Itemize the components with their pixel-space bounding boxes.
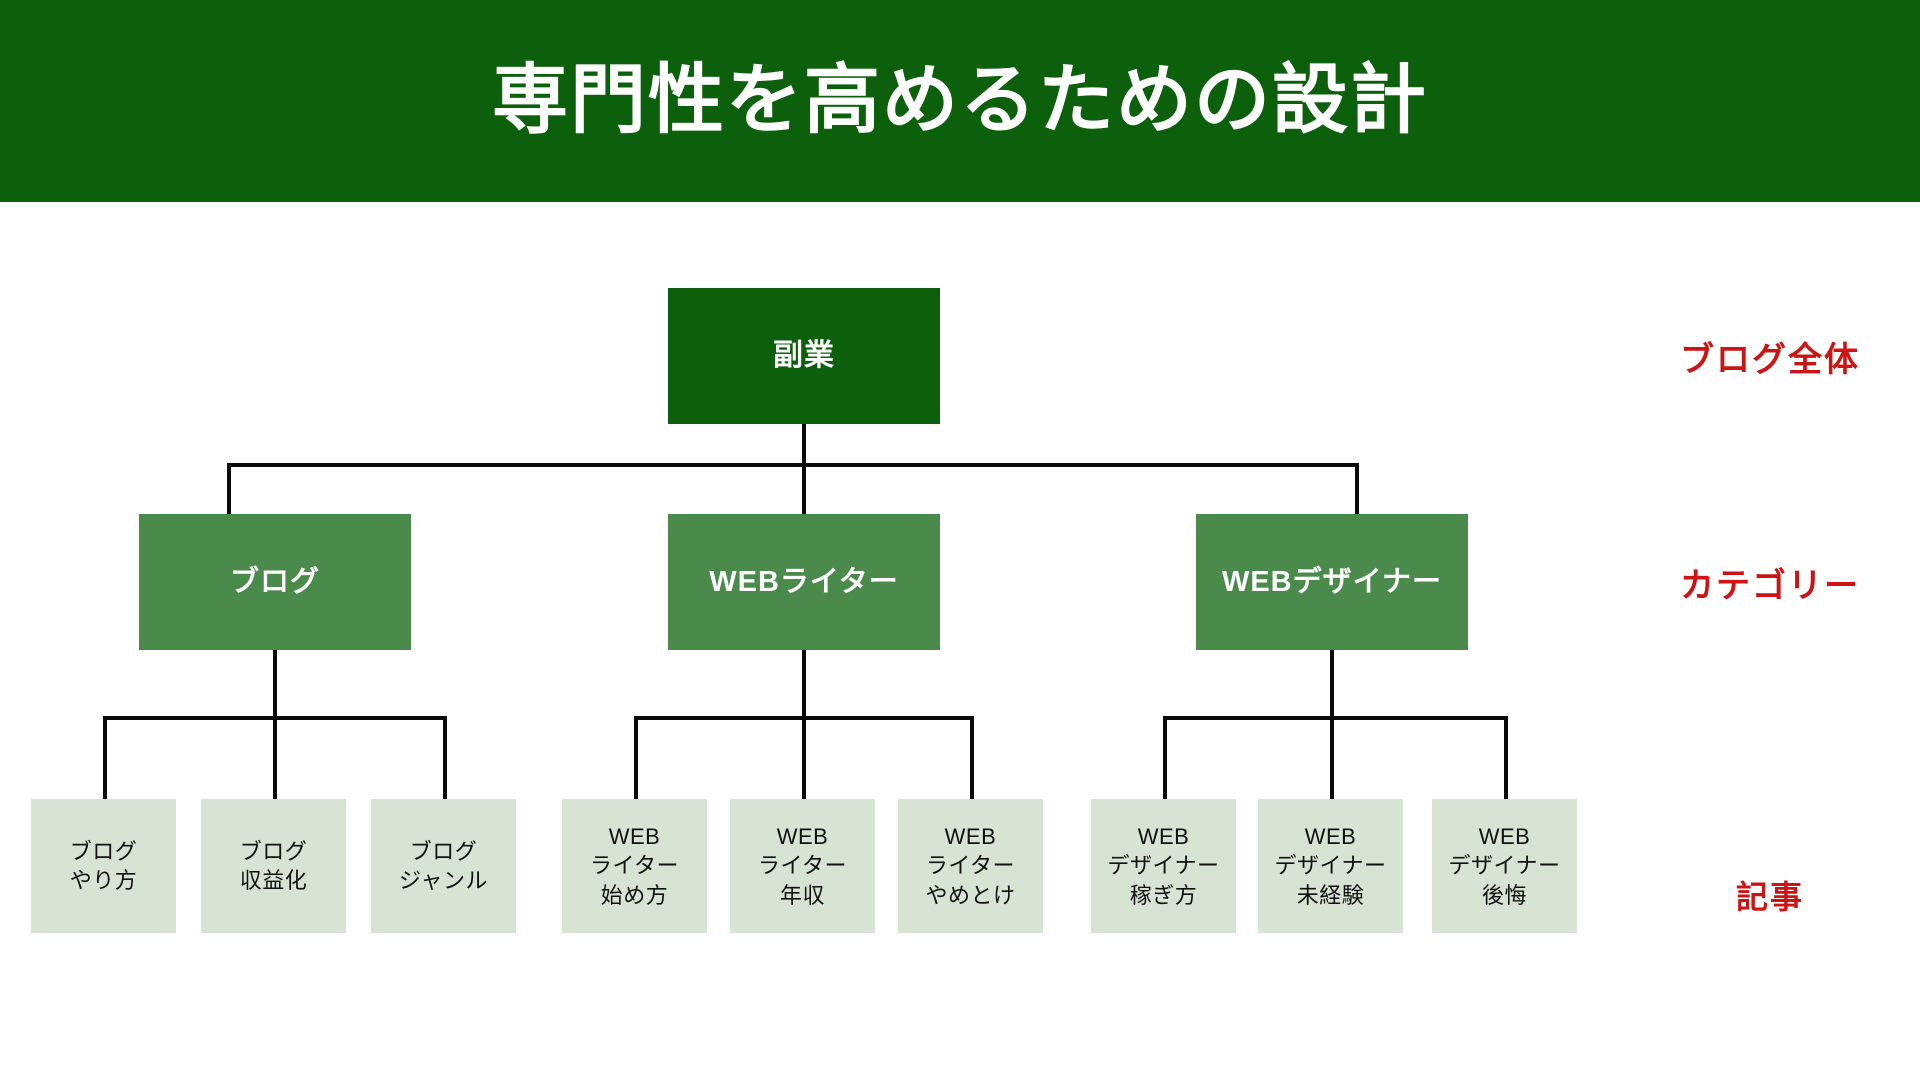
node-article-web-designer-kasegikata[interactable]: WEB デザイナー 稼ぎ方: [1091, 799, 1236, 933]
tier-label-article: 記事: [1735, 879, 1804, 915]
connector-drop-article-6: [970, 716, 974, 800]
node-article-blog-shuekika[interactable]: ブログ 収益化: [201, 799, 346, 933]
tier-label-blog-overall: ブログ全体: [1680, 341, 1860, 379]
node-label: ブログ: [229, 565, 320, 598]
node-label: WEBライター: [709, 565, 899, 598]
node-category-blog[interactable]: ブログ: [139, 514, 411, 650]
node-label: WEB デザイナー 未経験: [1274, 824, 1387, 908]
node-label: WEB ライター 年収: [757, 824, 848, 908]
connector-root-stem: [802, 423, 806, 467]
node-article-blog-genre[interactable]: ブログ ジャンル: [371, 799, 516, 933]
node-label: ブログ ジャンル: [399, 838, 488, 893]
header-banner: 専門性を高めるための設計: [0, 0, 1920, 202]
node-label: ブログ やり方: [69, 838, 138, 893]
node-label: WEB ライター やめとけ: [925, 824, 1016, 908]
node-article-web-designer-mikeiken[interactable]: WEB デザイナー 未経験: [1258, 799, 1403, 933]
page-title: 専門性を高めるための設計: [492, 58, 1428, 143]
connector-article-bus-3: [1165, 716, 1508, 720]
node-article-web-designer-koukai[interactable]: WEB デザイナー 後悔: [1432, 799, 1577, 933]
connector-drop-category-2: [802, 463, 806, 515]
connector-drop-article-9: [1504, 716, 1508, 800]
node-category-web-designer[interactable]: WEBデザイナー: [1196, 514, 1468, 650]
connector-category-1-stem: [273, 650, 277, 720]
node-article-web-writer-nenshu[interactable]: WEB ライター 年収: [730, 799, 875, 933]
connector-drop-article-4: [634, 716, 638, 800]
connector-drop-article-7: [1163, 716, 1167, 800]
node-article-web-writer-hajimekata[interactable]: WEB ライター 始め方: [562, 799, 707, 933]
node-label: WEBデザイナー: [1221, 565, 1443, 598]
connector-drop-article-1: [103, 716, 107, 800]
connector-category-3-stem: [1330, 650, 1334, 720]
node-article-blog-yarikata[interactable]: ブログ やり方: [31, 799, 176, 933]
connector-drop-article-8: [1330, 716, 1334, 800]
node-article-web-writer-yametoke[interactable]: WEB ライター やめとけ: [898, 799, 1043, 933]
tier-label-category: カテゴリー: [1680, 567, 1860, 605]
node-label: WEB デザイナー 後悔: [1448, 824, 1561, 908]
node-label: WEB ライター 始め方: [589, 824, 680, 908]
connector-drop-article-2: [273, 716, 277, 800]
node-category-web-writer[interactable]: WEBライター: [668, 514, 940, 650]
connector-drop-category-3: [1355, 463, 1359, 515]
node-root-fukugyou[interactable]: 副業: [668, 288, 940, 424]
connector-drop-article-3: [443, 716, 447, 800]
connector-category-2-stem: [802, 650, 806, 720]
connector-category-bus: [229, 463, 1359, 467]
connector-drop-category-1: [227, 463, 231, 515]
connector-drop-article-5: [802, 716, 806, 800]
node-label: ブログ 収益化: [239, 838, 308, 893]
node-label: 副業: [773, 339, 835, 373]
node-label: WEB デザイナー 稼ぎ方: [1107, 824, 1220, 908]
